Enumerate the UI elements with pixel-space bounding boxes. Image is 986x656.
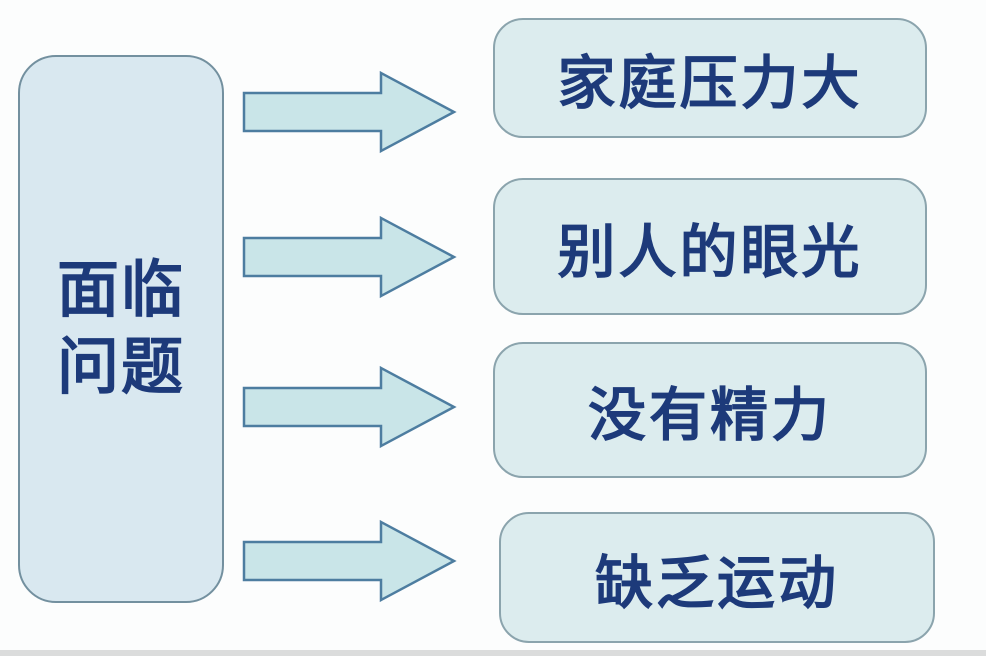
target-box-family-pressure: 家庭压力大 (493, 18, 927, 138)
target-box-others-gaze: 别人的眼光 (493, 178, 927, 315)
target-box-label: 缺乏运动 (594, 550, 839, 616)
arrow-icon-3 (242, 365, 457, 449)
arrow-icon-1 (242, 70, 457, 154)
target-box-no-energy: 没有精力 (493, 342, 927, 478)
source-label-line1: 面临 (56, 255, 185, 325)
target-box-lack-of-exercise: 缺乏运动 (499, 512, 935, 643)
target-box-label: 没有精力 (587, 383, 832, 448)
arrow-icon-4 (242, 519, 457, 603)
target-box-label: 别人的眼光 (557, 219, 863, 285)
bottom-edge-strip (0, 650, 986, 656)
source-label-line2: 问题 (56, 333, 185, 402)
target-box-label: 家庭压力大 (557, 51, 863, 116)
arrow-icon-2 (242, 215, 457, 299)
source-box-facing-problems: 面临 问题 (18, 55, 224, 603)
